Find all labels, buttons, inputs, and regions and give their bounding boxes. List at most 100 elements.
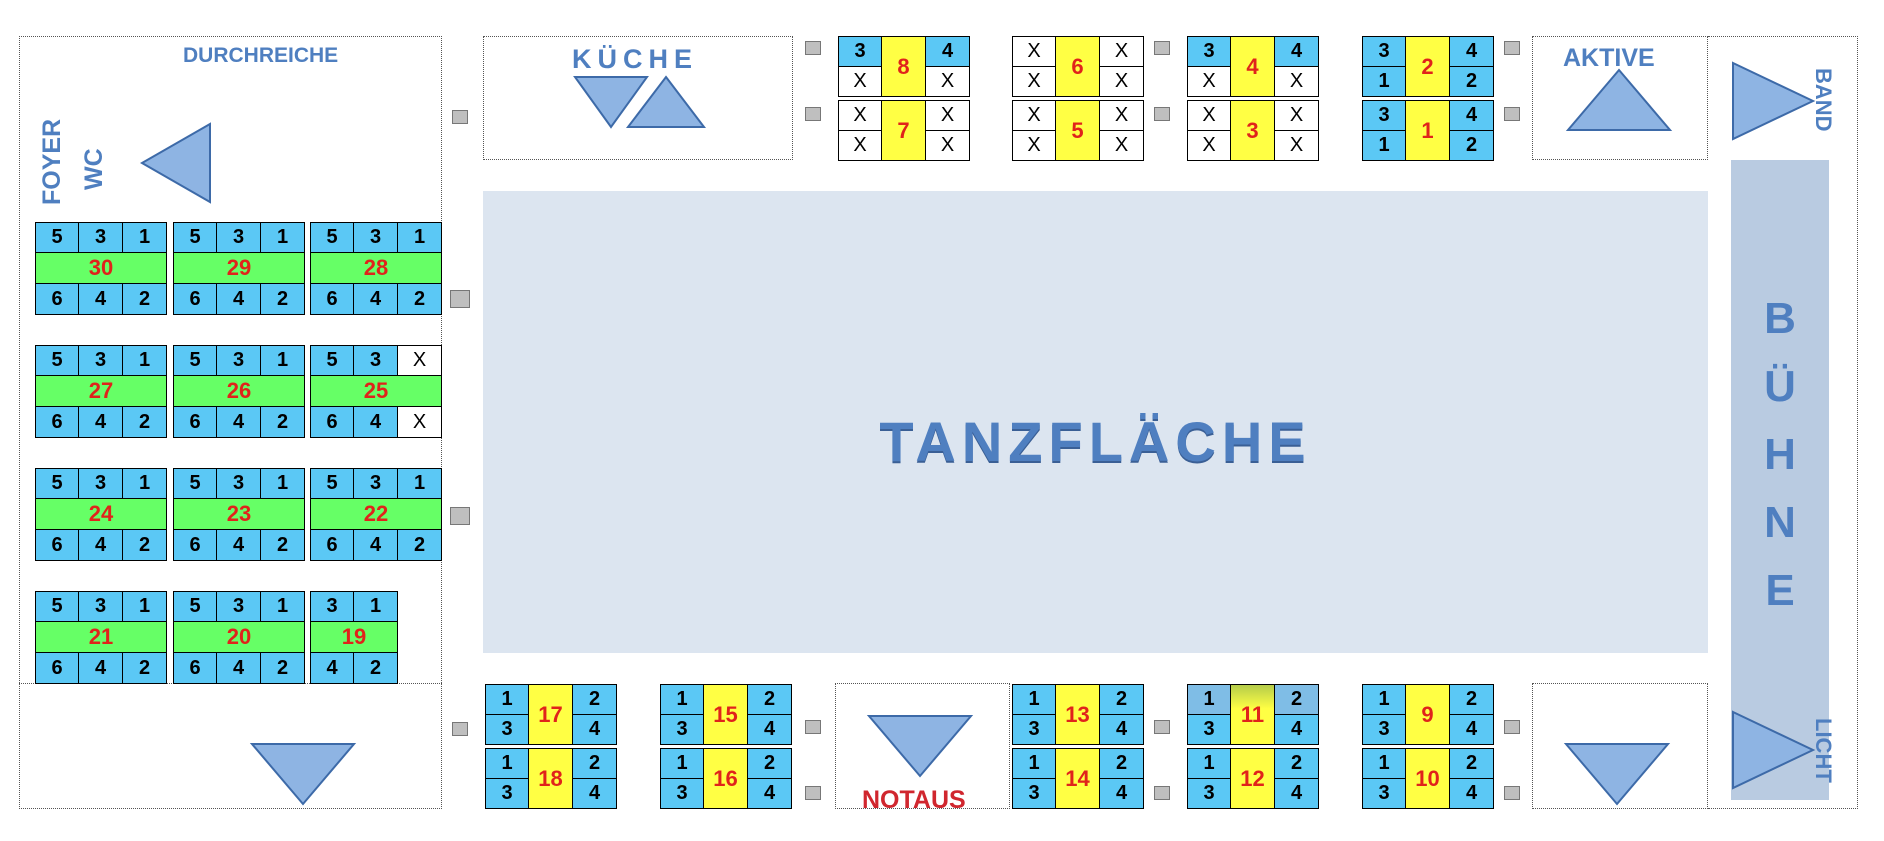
seat[interactable]: 2 bbox=[397, 529, 442, 561]
seat[interactable]: 1 bbox=[122, 468, 167, 499]
seat[interactable]: 2 bbox=[1274, 684, 1319, 715]
seat-unavailable[interactable]: X bbox=[1099, 36, 1144, 67]
seat[interactable]: 5 bbox=[35, 591, 79, 622]
seat[interactable]: 2 bbox=[122, 529, 167, 561]
seat[interactable]: 3 bbox=[1012, 714, 1056, 745]
seat[interactable]: 3 bbox=[78, 222, 123, 253]
seat-unavailable[interactable]: X bbox=[1274, 130, 1319, 161]
seat[interactable]: 4 bbox=[1449, 100, 1494, 131]
seat[interactable]: 6 bbox=[173, 283, 217, 315]
seat[interactable]: 1 bbox=[485, 684, 529, 715]
seat[interactable]: 4 bbox=[353, 283, 398, 315]
seat[interactable]: 4 bbox=[353, 529, 398, 561]
seat[interactable]: 2 bbox=[353, 652, 398, 684]
seat[interactable]: 4 bbox=[1099, 778, 1144, 809]
seat[interactable]: 1 bbox=[122, 591, 167, 622]
seat[interactable]: 5 bbox=[310, 468, 354, 499]
seat[interactable]: 4 bbox=[78, 406, 123, 438]
seat[interactable]: 4 bbox=[1099, 714, 1144, 745]
seat[interactable]: 1 bbox=[397, 468, 442, 499]
seat[interactable]: 5 bbox=[173, 345, 217, 376]
seat[interactable]: 3 bbox=[216, 591, 261, 622]
seat[interactable]: 5 bbox=[35, 222, 79, 253]
seat[interactable]: 3 bbox=[78, 345, 123, 376]
seat[interactable]: 3 bbox=[838, 36, 882, 67]
seat[interactable]: 2 bbox=[1274, 748, 1319, 779]
seat[interactable]: 1 bbox=[1362, 748, 1406, 779]
seat[interactable]: 1 bbox=[1012, 684, 1056, 715]
seat[interactable]: 4 bbox=[1274, 714, 1319, 745]
seat-unavailable[interactable]: X bbox=[1187, 130, 1231, 161]
seat[interactable]: 6 bbox=[35, 652, 79, 684]
seat-unavailable[interactable]: X bbox=[925, 66, 970, 97]
seat[interactable]: 4 bbox=[216, 406, 261, 438]
seat[interactable]: 1 bbox=[260, 468, 305, 499]
seat[interactable]: 6 bbox=[35, 529, 79, 561]
seat-unavailable[interactable]: X bbox=[1012, 66, 1056, 97]
seat[interactable]: 4 bbox=[925, 36, 970, 67]
seat[interactable]: 5 bbox=[310, 345, 354, 376]
seat[interactable]: 4 bbox=[747, 714, 792, 745]
seat[interactable]: 2 bbox=[572, 748, 617, 779]
seat-unavailable[interactable]: X bbox=[1099, 130, 1144, 161]
seat[interactable]: 1 bbox=[397, 222, 442, 253]
seat[interactable]: 2 bbox=[1099, 748, 1144, 779]
seat[interactable]: 3 bbox=[310, 591, 354, 622]
seat-unavailable[interactable]: X bbox=[1099, 100, 1144, 131]
seat[interactable]: 1 bbox=[485, 748, 529, 779]
seat[interactable]: 3 bbox=[216, 345, 261, 376]
seat-unavailable[interactable]: X bbox=[925, 100, 970, 131]
seat[interactable]: 5 bbox=[35, 345, 79, 376]
seat[interactable]: 6 bbox=[35, 406, 79, 438]
seat[interactable]: 3 bbox=[660, 714, 704, 745]
seat[interactable]: 3 bbox=[1012, 778, 1056, 809]
seat-unavailable[interactable]: X bbox=[397, 406, 442, 438]
seat-unavailable[interactable]: X bbox=[1187, 100, 1231, 131]
seat[interactable]: 3 bbox=[1362, 100, 1406, 131]
seat[interactable]: 1 bbox=[660, 748, 704, 779]
seat[interactable]: 3 bbox=[660, 778, 704, 809]
seat-unavailable[interactable]: X bbox=[838, 66, 882, 97]
seat[interactable]: 6 bbox=[310, 529, 354, 561]
seat[interactable]: 4 bbox=[572, 778, 617, 809]
seat[interactable]: 1 bbox=[122, 222, 167, 253]
seat[interactable]: 4 bbox=[1274, 36, 1319, 67]
seat[interactable]: 2 bbox=[747, 748, 792, 779]
seat[interactable]: 5 bbox=[173, 222, 217, 253]
seat[interactable]: 4 bbox=[78, 652, 123, 684]
seat[interactable]: 4 bbox=[216, 529, 261, 561]
seat[interactable]: 2 bbox=[260, 652, 305, 684]
seat-unavailable[interactable]: X bbox=[1274, 66, 1319, 97]
seat-unavailable[interactable]: X bbox=[397, 345, 442, 376]
seat[interactable]: 2 bbox=[122, 406, 167, 438]
seat[interactable]: 3 bbox=[78, 468, 123, 499]
seat[interactable]: 3 bbox=[78, 591, 123, 622]
seat[interactable]: 6 bbox=[310, 406, 354, 438]
seat[interactable]: 6 bbox=[173, 406, 217, 438]
seat[interactable]: 3 bbox=[216, 222, 261, 253]
seat[interactable]: 6 bbox=[35, 283, 79, 315]
seat[interactable]: 2 bbox=[1449, 66, 1494, 97]
seat[interactable]: 3 bbox=[1187, 36, 1231, 67]
seat-unavailable[interactable]: X bbox=[925, 130, 970, 161]
seat[interactable]: 6 bbox=[310, 283, 354, 315]
seat[interactable]: 4 bbox=[78, 529, 123, 561]
seat[interactable]: 4 bbox=[1449, 714, 1494, 745]
seat[interactable]: 1 bbox=[1012, 748, 1056, 779]
seat[interactable]: 2 bbox=[122, 652, 167, 684]
seat[interactable]: 2 bbox=[572, 684, 617, 715]
seat[interactable]: 1 bbox=[1362, 66, 1406, 97]
seat[interactable]: 4 bbox=[216, 652, 261, 684]
seat-unavailable[interactable]: X bbox=[1099, 66, 1144, 97]
seat[interactable]: 1 bbox=[1362, 130, 1406, 161]
seat[interactable]: 1 bbox=[1187, 684, 1231, 715]
seat[interactable]: 2 bbox=[122, 283, 167, 315]
seat[interactable]: 5 bbox=[310, 222, 354, 253]
seat[interactable]: 1 bbox=[353, 591, 398, 622]
seat[interactable]: 3 bbox=[353, 345, 398, 376]
seat[interactable]: 5 bbox=[35, 468, 79, 499]
seat[interactable]: 3 bbox=[1362, 36, 1406, 67]
seat[interactable]: 6 bbox=[173, 529, 217, 561]
seat-unavailable[interactable]: X bbox=[1012, 100, 1056, 131]
seat[interactable]: 1 bbox=[260, 222, 305, 253]
